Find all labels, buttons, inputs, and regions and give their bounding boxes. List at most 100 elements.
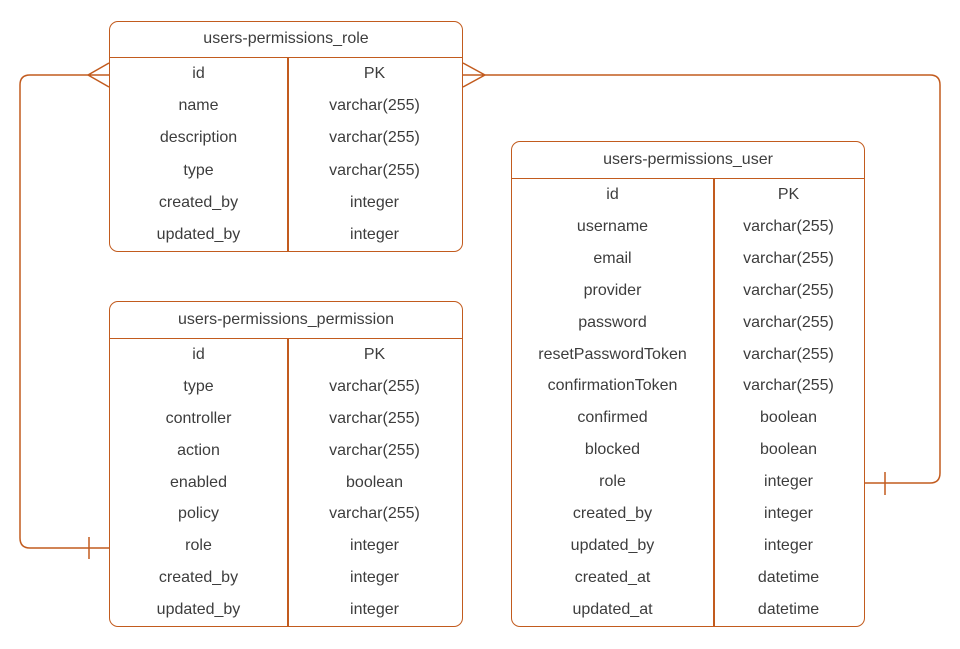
- field-name: resetPasswordToken: [538, 345, 687, 363]
- table-row: type varchar(255): [110, 371, 462, 403]
- table-row: enabled boolean: [110, 467, 462, 499]
- table-row: password varchar(255): [512, 307, 864, 339]
- table-row: created_at datetime: [512, 562, 864, 594]
- relationship-connector-line: [485, 74, 941, 484]
- field-name: created_by: [572, 505, 653, 523]
- field-name: updated_by: [156, 225, 241, 243]
- field-name: confirmed: [577, 409, 648, 427]
- field-type: integer: [764, 473, 813, 491]
- field-name: enabled: [170, 473, 227, 491]
- field-name: updated_at: [572, 600, 653, 618]
- table-body: id PK name varchar(255) description varchar(2…: [110, 58, 462, 251]
- field-name: password: [578, 313, 647, 331]
- table-row: provider varchar(255): [512, 275, 864, 307]
- field-name: blocked: [584, 441, 641, 459]
- field-type: varchar(255): [329, 409, 420, 427]
- field-type: PK: [777, 185, 800, 203]
- field-type: integer: [764, 505, 813, 523]
- column-divider: [287, 339, 289, 626]
- table-row: role integer: [512, 466, 864, 498]
- field-type: integer: [764, 537, 813, 555]
- field-type: integer: [350, 569, 399, 587]
- field-type: PK: [363, 65, 386, 83]
- field-type: varchar(255): [743, 345, 834, 363]
- field-name: type: [183, 161, 214, 179]
- table-row: updated_by integer: [110, 219, 462, 251]
- field-name: username: [576, 217, 649, 235]
- table-row: resetPasswordToken varchar(255): [512, 339, 864, 371]
- field-name: confirmationToken: [547, 377, 678, 395]
- relationship-role-permission[interactable]: [19, 62, 110, 559]
- table-row: type varchar(255): [110, 155, 462, 187]
- table-row: action varchar(255): [110, 435, 462, 467]
- table-row: updated_by integer: [512, 530, 864, 562]
- field-type: integer: [350, 193, 399, 211]
- field-name: action: [177, 441, 220, 459]
- field-name: role: [185, 537, 212, 555]
- field-name: created_at: [574, 569, 651, 587]
- field-name: updated_by: [570, 537, 655, 555]
- table-row: confirmed boolean: [512, 402, 864, 434]
- table-body: id PK username varchar(255) email varchar(255…: [512, 179, 864, 626]
- field-type: integer: [350, 225, 399, 243]
- table-title: users-permissions_role: [110, 22, 462, 58]
- field-name: role: [599, 473, 626, 491]
- table-title: users-permissions_user: [512, 142, 864, 179]
- table-row: policy varchar(255): [110, 498, 462, 530]
- field-type: boolean: [346, 473, 403, 491]
- table-row: created_by integer: [110, 562, 462, 594]
- field-type: varchar(255): [743, 377, 834, 395]
- table-row: updated_by integer: [110, 594, 462, 626]
- field-type: varchar(255): [329, 129, 420, 147]
- field-name: type: [183, 377, 214, 395]
- field-type: varchar(255): [743, 313, 834, 331]
- field-type: boolean: [760, 409, 817, 427]
- field-name: description: [159, 129, 238, 147]
- relationship-connector-line: [19, 74, 109, 549]
- table-row: email varchar(255): [512, 243, 864, 275]
- entity-table-users-permissions-role[interactable]: users-permissions_role id PK name varchar(2…: [109, 21, 463, 252]
- field-name: email: [593, 249, 632, 267]
- table-row: username varchar(255): [512, 211, 864, 243]
- field-type: varchar(255): [329, 161, 420, 179]
- field-name: updated_by: [156, 601, 241, 619]
- field-name: created_by: [158, 193, 239, 211]
- field-type: varchar(255): [329, 441, 420, 459]
- field-name: policy: [178, 505, 219, 523]
- field-name: id: [606, 185, 619, 203]
- field-type: varchar(255): [329, 97, 420, 115]
- field-type: varchar(255): [329, 505, 420, 523]
- field-type: integer: [350, 601, 399, 619]
- table-row: id PK: [110, 58, 462, 90]
- table-row: blocked boolean: [512, 434, 864, 466]
- table-row: name varchar(255): [110, 90, 462, 122]
- entity-table-users-permissions-user[interactable]: users-permissions_user id PK username varch…: [511, 141, 865, 627]
- field-type: varchar(255): [743, 217, 834, 235]
- crow-foot-many-marker: [462, 62, 486, 88]
- table-row: id PK: [512, 179, 864, 211]
- field-name: provider: [583, 281, 642, 299]
- table-title: users-permissions_permission: [110, 302, 462, 339]
- table-row: description varchar(255): [110, 122, 462, 154]
- field-type: datetime: [757, 569, 820, 587]
- field-type: PK: [363, 345, 386, 363]
- field-name: created_by: [158, 569, 239, 587]
- field-type: varchar(255): [743, 281, 834, 299]
- table-row: confirmationToken varchar(255): [512, 371, 864, 403]
- field-name: id: [192, 65, 205, 83]
- field-type: varchar(255): [329, 377, 420, 395]
- table-row: created_by integer: [110, 187, 462, 219]
- field-type: varchar(255): [743, 249, 834, 267]
- relationship-role-user[interactable]: [462, 62, 941, 495]
- table-row: created_by integer: [512, 498, 864, 530]
- field-name: name: [178, 97, 219, 115]
- field-type: boolean: [760, 441, 817, 459]
